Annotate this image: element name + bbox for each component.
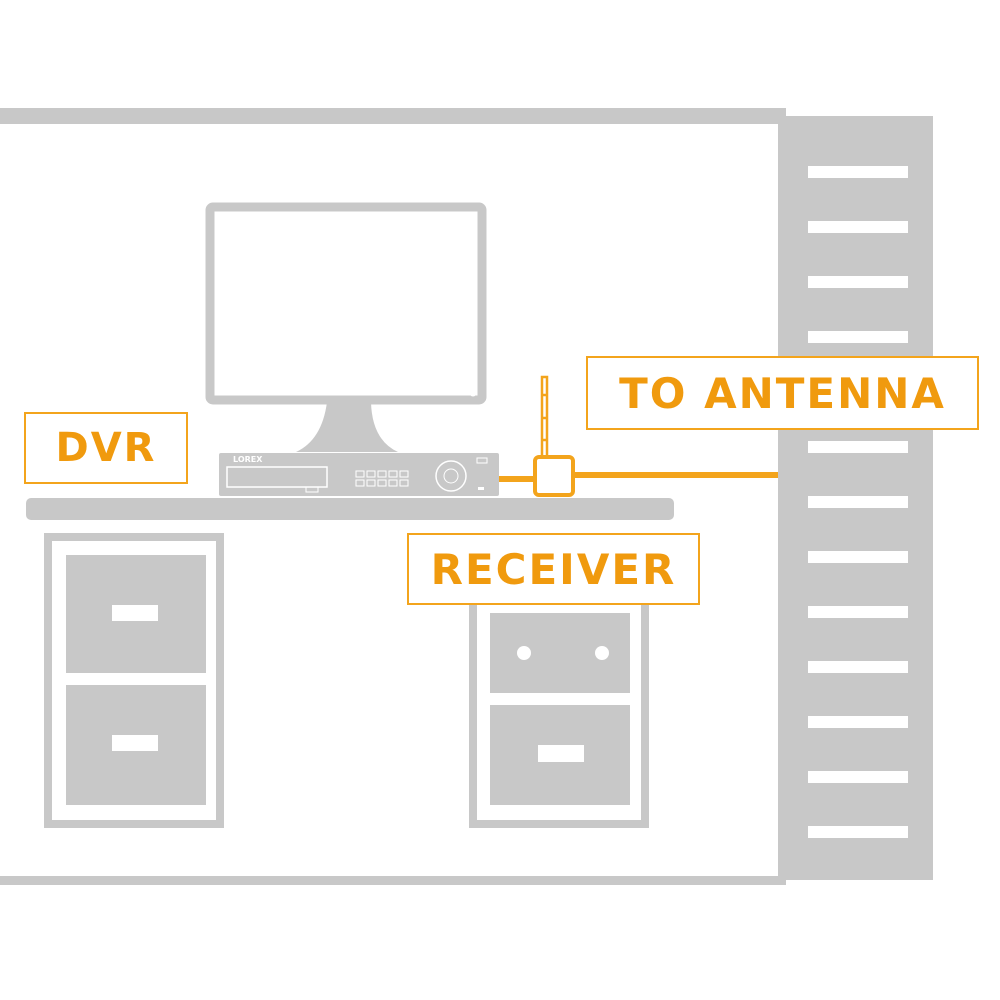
dvr-button [399,479,409,487]
room-bottom-wall [0,876,786,885]
ladder-rung [808,716,908,728]
drawer-handle [112,735,158,751]
drawer-handle [538,745,584,762]
antenna-cable [496,472,778,482]
dvr-display [226,466,328,488]
ladder-rung [808,496,908,508]
room-outline [0,108,786,885]
ladder-rung [808,551,908,563]
dvr-button [366,470,376,478]
dvr-button [377,470,387,478]
dvr-button [388,479,398,487]
dvr-label-text: DVR [55,425,157,471]
filing-cabinet-icon [44,533,224,828]
ladder-rung [808,826,908,838]
ladder-icon [778,116,933,880]
receiver-label: RECEIVER [407,533,700,605]
ladder-rung [808,331,908,343]
desk-top [26,498,674,520]
monitor-power-light [469,389,477,397]
dvr-buttons [355,470,409,487]
ladder-rung [808,166,908,178]
drawer-knob [595,646,609,660]
dvr-button [388,470,398,478]
dvr-icon: LOREX [219,453,499,496]
ladder-rung [808,221,908,233]
room-top-wall [0,108,786,124]
antenna-label: TO ANTENNA [586,356,979,430]
dvr-usb-port [305,486,319,493]
drawer-knob [517,646,531,660]
dvr-brand-logo: LOREX [233,455,263,464]
dvr-button [399,470,409,478]
ladder-rung [808,661,908,673]
dvr-indicator [476,457,488,464]
receiver-icon [533,375,575,497]
drawer-handle [112,605,158,621]
antenna-label-text: TO ANTENNA [619,368,946,418]
monitor-icon [205,202,487,452]
dvr-button [355,470,365,478]
monitor-stand [296,402,398,452]
dvr-button [366,479,376,487]
dvr-button [355,479,365,487]
ladder-rung [808,276,908,288]
ladder-rung [808,606,908,618]
ladder-rung [808,771,908,783]
ladder-rung [808,441,908,453]
dvr-label: DVR [24,412,188,484]
antenna-icon [540,375,549,461]
receiver-label-text: RECEIVER [430,544,677,594]
desk-drawer-icon [469,593,649,828]
dvr-jog-dial [435,460,467,492]
dvr-button [377,479,387,487]
